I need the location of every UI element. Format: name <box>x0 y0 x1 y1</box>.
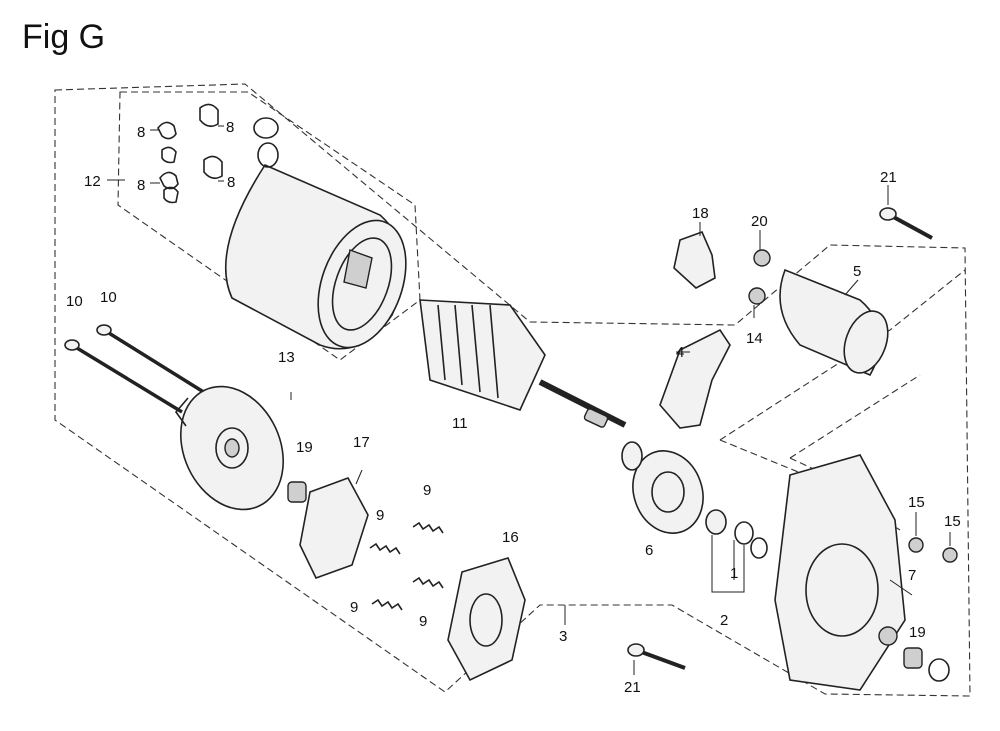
armature-part <box>419 299 627 428</box>
stop-ring-part <box>705 509 727 535</box>
brush-holder-part <box>447 557 526 682</box>
terminal-nut-part <box>753 249 771 267</box>
callout-10: 10 <box>66 293 83 310</box>
callout-9: 9 <box>419 613 427 630</box>
solenoid-group-outline <box>719 269 966 531</box>
callout-14: 14 <box>746 330 763 347</box>
callout-11: 11 <box>452 415 468 432</box>
callout-13: 13 <box>278 349 295 366</box>
callout-19: 19 <box>909 624 926 641</box>
bracket-nut-part <box>942 547 958 563</box>
leader-lines <box>107 125 951 675</box>
figure-title: Fig G <box>22 18 106 56</box>
through-bolt-part <box>64 324 211 414</box>
callout-8: 8 <box>226 119 234 136</box>
thrust-washer-part <box>750 537 768 559</box>
lever-holder-part <box>673 230 716 289</box>
callout-15: 15 <box>908 494 925 511</box>
callout-17: 17 <box>353 434 370 451</box>
callout-9: 9 <box>376 507 384 524</box>
front-bracket-part <box>774 454 906 691</box>
callout-18: 18 <box>692 205 709 222</box>
solenoid-switch-part <box>779 268 889 377</box>
callout-21: 21 <box>624 679 641 696</box>
snap-ring-part <box>734 521 754 545</box>
callout-10: 10 <box>100 289 117 306</box>
brush-terminal-part <box>157 103 223 204</box>
callout-labels: 8 8 8 8 12 10 10 13 19 17 11 9 9 9 9 16 … <box>66 119 961 696</box>
shift-lever-part <box>659 328 731 429</box>
callout-16: 16 <box>502 529 519 546</box>
mounting-bolt-part <box>627 207 933 670</box>
callout-9: 9 <box>350 599 358 616</box>
terminal-washer-part <box>748 287 766 305</box>
oil-seal-part <box>928 658 950 682</box>
callout-21: 21 <box>880 169 897 186</box>
rear-cover-part <box>174 385 285 511</box>
callout-4: 4 <box>676 344 684 361</box>
front-bushing-part <box>903 647 923 669</box>
callout-8: 8 <box>137 124 145 141</box>
brush-holder-plate-part <box>299 477 369 579</box>
bushing-part <box>287 481 307 503</box>
field-coil-yoke-part <box>224 117 407 350</box>
bracket-nut-part <box>908 537 924 553</box>
callout-20: 20 <box>751 213 768 230</box>
callout-2: 2 <box>720 612 728 629</box>
brush-spring-part <box>369 521 444 611</box>
callout-6: 6 <box>645 542 653 559</box>
callout-8: 8 <box>227 174 235 191</box>
callout-19: 19 <box>296 439 313 456</box>
callout-12: 12 <box>84 173 101 190</box>
callout-1: 1 <box>730 565 738 582</box>
pinion-clutch-part <box>621 441 704 534</box>
callout-5: 5 <box>853 263 861 280</box>
callout-3: 3 <box>559 628 567 645</box>
callout-8: 8 <box>137 177 145 194</box>
callout-15: 15 <box>944 513 961 530</box>
assembly-group-outline <box>54 83 971 697</box>
callout-9: 9 <box>423 482 431 499</box>
callout-7: 7 <box>908 567 916 584</box>
